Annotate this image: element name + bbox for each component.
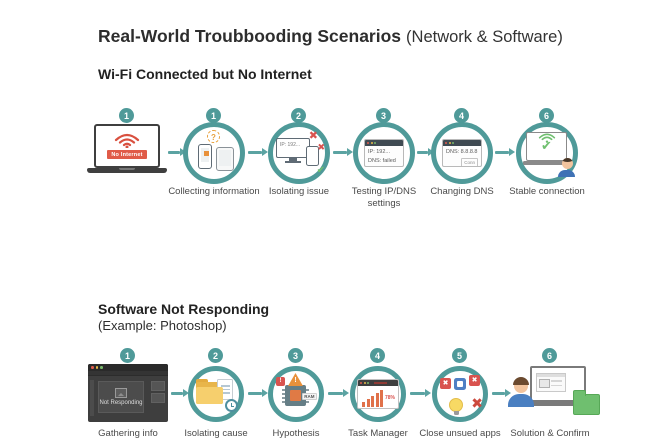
warning-icon: ! <box>288 373 303 386</box>
monitor-icon: IP: 192... <box>276 138 310 158</box>
green-folder-icon <box>573 390 600 415</box>
step-badge: 5 <box>452 348 467 363</box>
section-heading-wifi: Wi-Fi Connected but No Internet <box>98 66 312 82</box>
check-icon: ✔ <box>541 138 552 153</box>
person-icon <box>558 158 576 177</box>
photoshop-window-icon: Not Responding <box>88 364 168 422</box>
page-title-main: Real-World Troubbooding Scenarios <box>98 26 402 46</box>
wifi-ok-icon <box>538 133 555 143</box>
dns-window-icon: DNS: 8.8.8.8 Conn <box>442 139 482 167</box>
cpu-percent: 78% <box>384 394 395 401</box>
step-badge: 1 <box>120 348 135 363</box>
step-badge: 1 <box>206 108 221 123</box>
terminal-line-dns: DNS: failed <box>368 158 396 165</box>
dialog-window-icon <box>536 373 566 392</box>
step-label: Stable connection <box>509 186 585 197</box>
folder-icon <box>196 379 208 384</box>
section-subheading-software: (Example: Photoshop) <box>98 318 227 333</box>
step-label: Task Manager <box>348 428 408 439</box>
task-manager-window-icon: 78% <box>357 379 399 409</box>
page-title-suffix: (Network & Software) <box>406 28 563 46</box>
phone-icon <box>306 146 319 166</box>
step-badge: 2 <box>208 348 223 363</box>
step-circle-hypothesis: ! ! RAM <box>268 366 324 422</box>
step-badge: 4 <box>454 108 469 123</box>
tablet-icon <box>216 147 234 171</box>
step-badge: 3 <box>288 348 303 363</box>
step-circle-close-apps: ✖ ✖ ✖ <box>432 366 488 422</box>
sync-question-icon: ? <box>207 130 220 143</box>
step-label: Solution & Confirm <box>510 428 590 439</box>
laptop-base <box>87 168 167 173</box>
arrow-icon <box>492 389 511 397</box>
cross-icon: ✖ <box>471 395 483 411</box>
arrow-icon <box>248 148 268 156</box>
step-circle-collecting: ? <box>183 122 245 184</box>
close-app-icon: ✖ <box>440 378 451 389</box>
monitor-text: IP: 192... <box>280 142 301 148</box>
app-icon <box>454 378 466 390</box>
step-badge: 6 <box>542 348 557 363</box>
image-icon <box>115 388 127 398</box>
lightbulb-icon <box>449 398 463 415</box>
step-circle-changing-dns: DNS: 8.8.8.8 Conn <box>431 122 493 184</box>
arrow-icon <box>248 389 268 397</box>
arrow-icon <box>168 148 186 156</box>
step-label: Collecting information <box>168 186 260 197</box>
warning-icon: ! <box>276 377 285 386</box>
laptop-icon: No Internet <box>94 124 160 168</box>
step-badge: 2 <box>291 108 306 123</box>
step-label: Isolating cause <box>184 428 248 439</box>
side-panels <box>151 381 165 405</box>
arrow-icon <box>171 389 189 397</box>
close-app-icon: ✖ <box>469 375 480 386</box>
laptop-icon <box>530 366 586 402</box>
step-badge: 3 <box>376 108 391 123</box>
laptop-base <box>523 161 570 165</box>
step-badge: 6 <box>539 108 554 123</box>
phone-icon <box>198 144 212 169</box>
section-heading-software: Software Not Responding <box>98 301 270 317</box>
person-icon <box>508 377 535 407</box>
step-label: Testing IP/DNS settings <box>351 186 417 210</box>
step-label: Hypothesis <box>272 428 320 439</box>
step-label: Close unsued apps <box>419 428 501 439</box>
step-circle-isolating: IP: 192... ✖ ✖ ✔ <box>268 122 330 184</box>
step-label: Gathering info <box>98 428 158 439</box>
check-icon: ✔ <box>316 165 325 176</box>
wifi-icon <box>114 133 140 148</box>
dns-line: DNS: 8.8.8.8 <box>446 149 478 155</box>
step-circle-testing: IP: 192... DNS: failed <box>353 122 415 184</box>
ram-label: RAM <box>301 393 317 400</box>
terminal-line-ip: IP: 192... <box>368 149 391 155</box>
not-responding-text: Not Responding <box>99 400 143 406</box>
arrow-icon <box>333 148 353 156</box>
frozen-panel: Not Responding <box>98 381 144 413</box>
step-badge: 4 <box>370 348 385 363</box>
terminal-window-icon: IP: 192... DNS: failed <box>364 139 404 167</box>
clock-icon <box>225 399 238 412</box>
solution-scene <box>508 366 600 422</box>
arrow-icon <box>495 148 515 156</box>
laptop-base <box>522 402 592 406</box>
step-badge: 1 <box>119 108 134 123</box>
confirm-button-glyph: Conn <box>461 158 478 166</box>
page-title: Real-World Troubbooding Scenarios(Networ… <box>98 26 563 47</box>
step-label: Changing DNS <box>430 186 494 197</box>
cross-icon: ✖ <box>308 130 318 142</box>
bar-chart-icon <box>362 389 383 407</box>
no-internet-banner: No Internet <box>107 150 147 159</box>
laptop-icon: ✔ <box>526 132 567 161</box>
arrow-icon <box>328 389 349 397</box>
step-circle-task-manager: 78% <box>350 366 406 422</box>
step-circle-isolating-cause <box>188 366 244 422</box>
arrow-icon <box>410 389 431 397</box>
step-label: Isolating issue <box>268 186 330 197</box>
cross-icon: ✖ <box>317 142 325 152</box>
toolbar-icon <box>90 380 94 416</box>
arrow-icon <box>417 148 434 156</box>
step-circle-stable: ✔ <box>516 122 578 184</box>
